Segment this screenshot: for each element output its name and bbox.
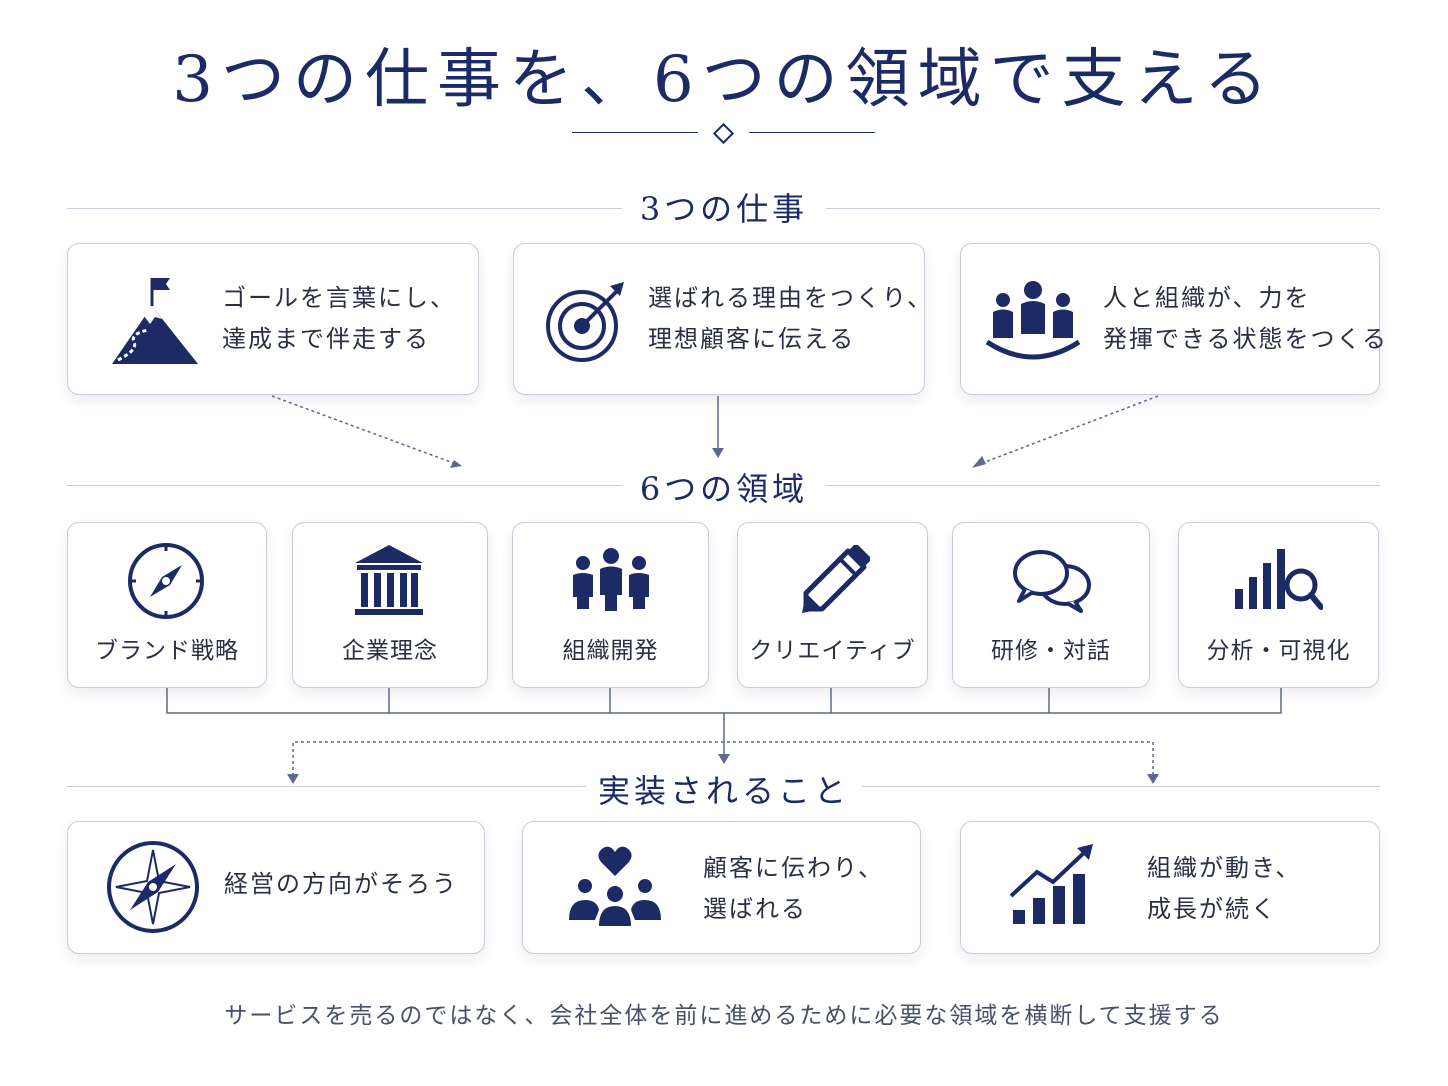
target-icon [544, 280, 630, 366]
outcome-3-line1: 組織が動き、 [1147, 854, 1302, 882]
page-title: 3つの仕事を、6つの領域で支える [172, 43, 1276, 117]
section-title-outcomes: 実装されること [585, 766, 862, 812]
outcome-card-1: 経営の方向がそろう [67, 821, 485, 954]
domain-card-training: 研修・対話 [952, 522, 1150, 688]
job-card-3: 人と組織が、力を 発揮できる状態をつくる [960, 243, 1386, 395]
domain-card-brand: ブランド戦略 [67, 522, 267, 688]
domain-card-analytics: 分析・可視化 [1178, 522, 1379, 688]
arrowhead-left-branch [287, 774, 299, 784]
arrowhead-down [718, 754, 730, 764]
job-card-2: 選ばれる理由をつくり、 理想顧客に伝える [513, 243, 931, 395]
jobs-to-domains-connectors [271, 395, 1159, 468]
mountain-flag-icon [108, 272, 204, 368]
job-3-line1: 人と組織が、力を [1103, 284, 1311, 312]
arrowhead-center [712, 448, 724, 458]
job-2-line2: 理想顧客に伝える [648, 325, 856, 353]
domain-card-philosophy: 企業理念 [292, 522, 488, 688]
outcome-2-line2: 選ばれる [703, 895, 807, 923]
domain-label-org-dev: 組織開発 [562, 638, 659, 664]
arrowhead-right [972, 456, 986, 468]
job-2-text: 選ばれる理由をつくり、 理想顧客に伝える [648, 278, 933, 360]
domain-label-philosophy: 企業理念 [342, 638, 438, 664]
domain-label-training: 研修・対話 [991, 638, 1111, 664]
domain-label-analytics: 分析・可視化 [1206, 638, 1351, 664]
domain-card-creative: クリエイティブ [737, 522, 928, 688]
footer-tagline: サービスを売るのではなく、会社全体を前に進めるために必要な領域を横断して支援する [224, 1003, 1224, 1029]
outcome-card-2: 顧客に伝わり、 選ばれる [522, 821, 921, 954]
title-divider-left [572, 132, 698, 133]
outcome-1-line1: 経営の方向がそろう [224, 870, 458, 898]
domain-label-brand: ブランド戦略 [95, 638, 239, 664]
job-2-line1: 選ばれる理由をつくり、 [648, 284, 934, 312]
section-title-domains: 6つの領域 [621, 464, 827, 510]
arrowhead-left [450, 460, 462, 468]
domain-label-creative: クリエイティブ [749, 638, 916, 664]
domains-to-outcomes-connectors [166, 688, 1282, 784]
compass-icon [126, 541, 206, 621]
job-card-1: ゴールを言葉にし、 達成まで伴走する [67, 243, 479, 395]
dotted-branch [292, 741, 1154, 776]
outcome-2-line1: 顧客に伝わり、 [703, 854, 885, 882]
title-divider-diamond [712, 122, 735, 145]
job-1-text: ゴールを言葉にし、 達成まで伴走する [222, 278, 456, 360]
outcome-card-3: 組織が動き、 成長が続く [960, 821, 1380, 954]
institution-icon [351, 543, 427, 619]
job-3-line2: 発揮できる状態をつくる [1103, 325, 1389, 353]
outcome-3-text: 組織が動き、 成長が続く [1147, 848, 1301, 930]
outcome-3-line2: 成長が続く [1147, 895, 1277, 923]
growth-chart-icon [1009, 844, 1095, 926]
chart-magnifier-icon [1235, 549, 1323, 615]
outcome-2-text: 顧客に伝わり、 選ばれる [703, 848, 884, 930]
title-divider-right [749, 132, 875, 133]
domain-card-org-dev: 組織開発 [512, 522, 709, 688]
speech-bubbles-icon [1011, 549, 1093, 613]
section-title-jobs: 3つの仕事 [621, 184, 827, 230]
customers-heart-icon [565, 844, 665, 930]
job-1-line1: ゴールを言葉にし、 [222, 284, 456, 312]
arrowhead-right-branch [1147, 774, 1159, 784]
pencil-icon [798, 545, 870, 617]
compass-rose-icon [106, 840, 200, 934]
outcome-1-text: 経営の方向がそろう [224, 864, 458, 905]
team-icon [569, 547, 653, 615]
job-3-text: 人と組織が、力を 発揮できる状態をつくる [1103, 278, 1388, 360]
people-group-icon [983, 280, 1083, 364]
bracket-line [166, 688, 1282, 714]
connector-right [979, 395, 1159, 465]
job-1-line2: 達成まで伴走する [222, 325, 430, 353]
connector-left [271, 395, 457, 465]
